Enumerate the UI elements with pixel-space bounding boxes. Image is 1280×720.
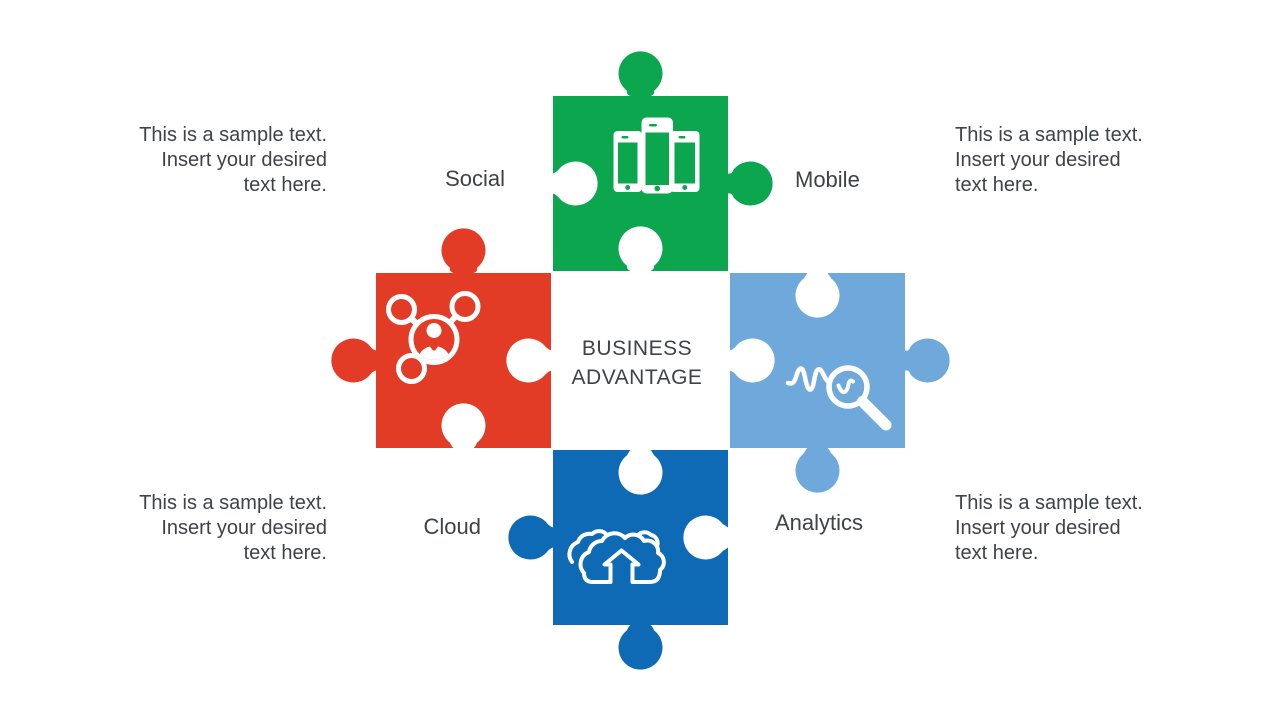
sample-text-top-left: This is a sample text. Insert your desir… [99, 123, 327, 198]
label-cloud: Cloud [423, 514, 481, 539]
puzzle-piece-cloud [508, 450, 728, 670]
center-title-line1: BUSINESS [581, 337, 693, 360]
analytics-search-icon [785, 365, 892, 431]
sample-text-line: This is a sample text. [955, 492, 1143, 514]
puzzle-piece-mobile [553, 51, 773, 271]
sample-text-line: This is a sample text. [139, 124, 327, 146]
sample-text-line: Insert your desired [161, 517, 327, 539]
center-title-line2: ADVANTAGE [571, 366, 703, 389]
center-title: BUSINESS ADVANTAGE [548, 334, 726, 392]
sample-text-line: Insert your desired [955, 149, 1121, 171]
puzzle-piece-social [331, 228, 551, 448]
sample-text-line: This is a sample text. [139, 492, 327, 514]
puzzle-piece-analytics [730, 273, 950, 493]
puzzle-shape-cloud [508, 450, 728, 670]
sample-text-line: text here. [243, 542, 327, 564]
sample-text-line: text here. [955, 542, 1039, 564]
sample-text-bottom-right: This is a sample text. Insert your desir… [955, 491, 1195, 566]
sample-text-line: Insert your desired [161, 149, 327, 171]
puzzle-shape-analytics [730, 273, 950, 493]
person-glyph [416, 323, 452, 360]
sample-text-line: text here. [955, 174, 1039, 196]
sample-text-line: Insert your desired [955, 517, 1121, 539]
sample-text-bottom-left: This is a sample text. Insert your desir… [99, 491, 327, 566]
sample-text-line: text here. [243, 174, 327, 196]
sample-text-line: This is a sample text. [955, 124, 1143, 146]
label-analytics: Analytics [775, 510, 864, 535]
sample-text-top-right: This is a sample text. Insert your desir… [955, 123, 1195, 198]
cloud-upload-icon [567, 529, 666, 584]
smartphones-icon [613, 117, 700, 194]
label-mobile: Mobile [795, 167, 860, 192]
label-social: Social [445, 166, 505, 191]
social-network-icon [386, 291, 481, 384]
